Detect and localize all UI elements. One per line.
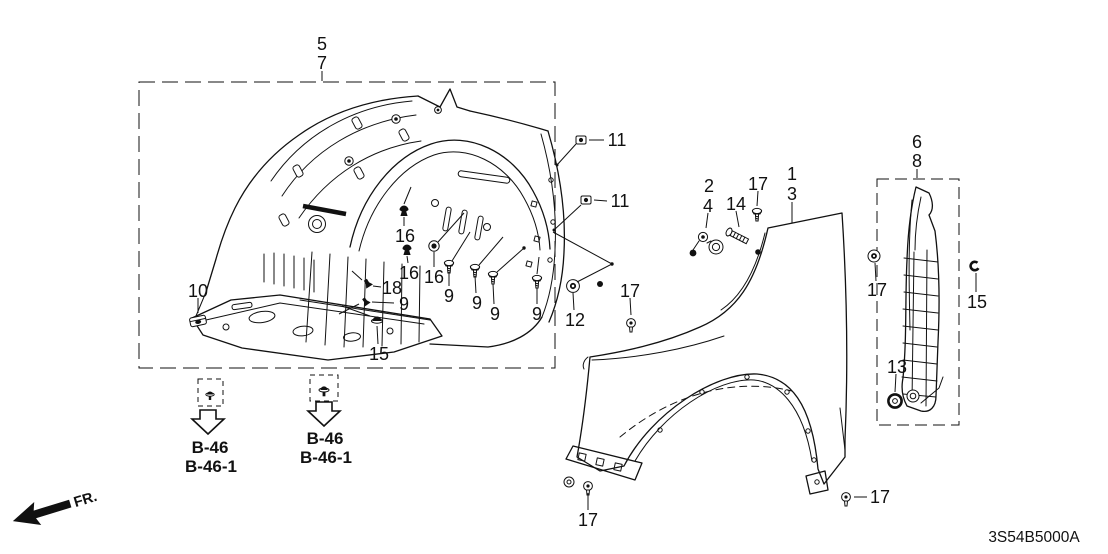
callout-10: 10 bbox=[188, 281, 208, 301]
callout-2: 2 bbox=[704, 176, 714, 196]
screw-icon-17-b bbox=[626, 318, 636, 333]
leader-lines bbox=[197, 71, 977, 510]
liner-louvers bbox=[263, 252, 315, 293]
callout-5: 5 bbox=[317, 34, 327, 54]
callout-4: 4 bbox=[703, 196, 713, 216]
front-fender-part bbox=[563, 212, 848, 495]
fr-direction-arrow bbox=[12, 499, 72, 525]
callout-17-b: 17 bbox=[620, 281, 640, 301]
ref-label-b46-2b: B-46-1 bbox=[300, 448, 352, 467]
clip-icon-16-a bbox=[399, 205, 409, 216]
garnish-foot bbox=[906, 376, 944, 404]
b46-clip-icon-2 bbox=[318, 386, 330, 397]
clip-icon-10 bbox=[189, 314, 207, 328]
grommet-icon-17-c bbox=[867, 249, 881, 263]
nut-icon-11-a bbox=[575, 135, 587, 145]
clip-icon-9-e bbox=[362, 297, 371, 307]
screw-icon-9-b bbox=[469, 263, 481, 278]
clip-icon-18 bbox=[363, 278, 373, 289]
nut-icon-15-a bbox=[371, 316, 383, 324]
callout-13: 13 bbox=[887, 357, 907, 377]
grommet-icon-13 bbox=[887, 393, 903, 409]
fender-rear-bracket bbox=[805, 470, 829, 495]
ref-label-b46-2a: B-46 bbox=[307, 429, 344, 448]
callout-16-c: 16 bbox=[424, 267, 444, 287]
fender-arch-holes bbox=[657, 374, 817, 463]
callout-17-d: 17 bbox=[578, 510, 598, 530]
callout-14: 14 bbox=[726, 194, 746, 214]
callout-17-e: 17 bbox=[870, 487, 890, 507]
diagram-code: 3S54B5000A bbox=[988, 529, 1080, 546]
callout-11-a: 11 bbox=[608, 130, 627, 150]
washer-icon-12 bbox=[566, 279, 580, 293]
ref-label-b46-1b: B-46-1 bbox=[185, 457, 237, 476]
fr-label: FR. bbox=[72, 489, 99, 511]
fender-front-bracket bbox=[563, 445, 643, 488]
stay-icon-2-4 bbox=[689, 231, 724, 257]
fender-edge-clip bbox=[597, 281, 603, 287]
clip-icon-15-b bbox=[969, 260, 980, 272]
clip-icon-16-b bbox=[402, 244, 412, 255]
screw-icon-9-d bbox=[531, 274, 543, 289]
b46-arrow-2 bbox=[305, 401, 343, 428]
liner-mount-bosses bbox=[278, 106, 442, 233]
callout-9-b: 9 bbox=[472, 293, 482, 313]
callout-1: 1 bbox=[787, 164, 797, 184]
callout-9-d: 9 bbox=[532, 304, 542, 324]
callout-11-b: 11 bbox=[611, 191, 630, 211]
callout-3: 3 bbox=[787, 184, 797, 204]
fender-liner-part bbox=[191, 88, 565, 361]
b46-arrow-1 bbox=[189, 409, 227, 436]
callout-15-a: 15 bbox=[369, 344, 389, 364]
callout-17-c: 17 bbox=[867, 280, 887, 300]
callout-15-b: 15 bbox=[967, 292, 987, 312]
callout-18: 18 bbox=[382, 278, 402, 298]
liner-ribs bbox=[305, 251, 421, 348]
b46-clip-icon-1 bbox=[205, 391, 215, 400]
liner-flange-details bbox=[525, 177, 556, 268]
fender-garnish-part bbox=[901, 186, 944, 413]
screw-icon-17-e bbox=[841, 492, 851, 507]
fender-top-clip bbox=[755, 249, 761, 255]
b46-clip-box-2 bbox=[309, 374, 339, 402]
b46-clip-box-1 bbox=[197, 378, 224, 407]
callout-6: 6 bbox=[912, 132, 922, 152]
screw-icon-9-c bbox=[487, 270, 499, 285]
callout-16-a: 16 bbox=[395, 226, 415, 246]
callout-16-b: 16 bbox=[399, 263, 419, 283]
garnish-dashed-box bbox=[876, 178, 960, 426]
callout-17-a: 17 bbox=[748, 174, 768, 194]
callout-9-e: 9 bbox=[399, 294, 409, 314]
liner-panel-details bbox=[299, 170, 511, 321]
grommet-icon-16-c bbox=[428, 240, 440, 252]
callout-12: 12 bbox=[565, 310, 585, 330]
screw-icon-9-a bbox=[443, 259, 455, 274]
callout-8: 8 bbox=[912, 151, 922, 171]
screw-icon-17-d bbox=[583, 481, 593, 496]
nut-icon-11-b bbox=[580, 195, 592, 205]
bolt-icon-14 bbox=[725, 227, 750, 245]
screw-icon-17-a bbox=[751, 207, 763, 222]
garnish-grid bbox=[901, 249, 939, 407]
fr-direction-indicator: FR. bbox=[12, 489, 99, 525]
ref-label-b46-1a: B-46 bbox=[192, 438, 229, 457]
callout-9-a: 9 bbox=[444, 286, 454, 306]
callout-7: 7 bbox=[317, 53, 327, 73]
callout-9-c: 9 bbox=[490, 304, 500, 324]
